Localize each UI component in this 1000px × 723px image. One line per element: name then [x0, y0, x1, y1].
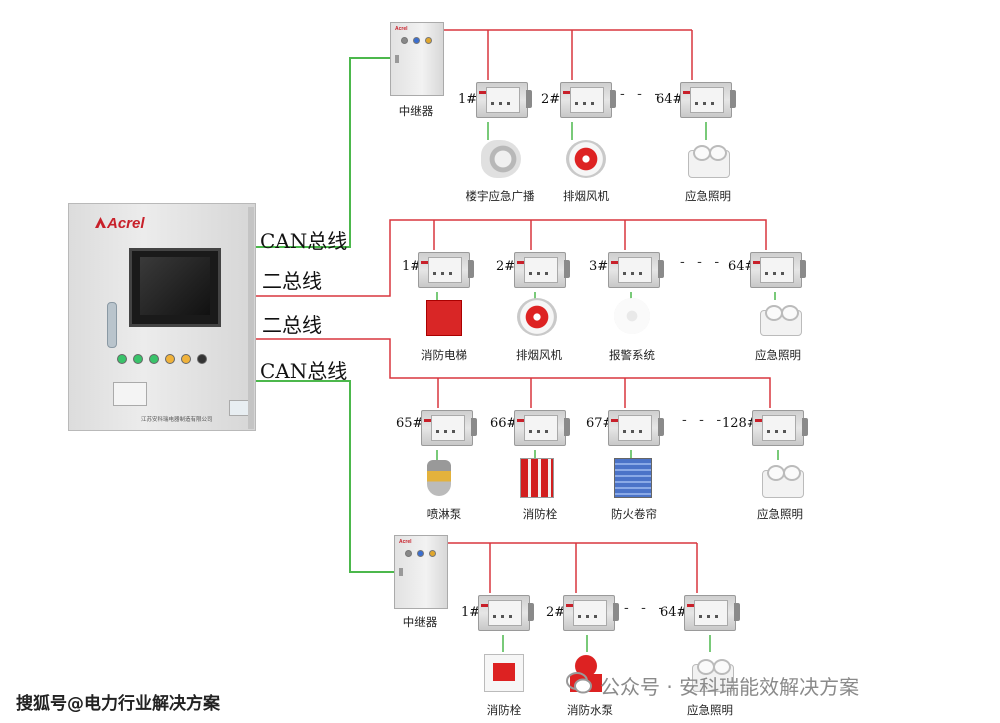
device-label: 排烟风机: [563, 189, 609, 203]
device-label: 应急照明: [755, 348, 801, 362]
can-bus-bottom-label: CAN总线: [260, 359, 348, 383]
device-label: 应急照明: [757, 507, 803, 521]
emergency-light-icon: [688, 145, 730, 178]
device-label: 排烟风机: [516, 348, 562, 362]
indicator-led-icon: [149, 354, 159, 364]
emergency-light-icon: [692, 659, 734, 692]
emergency-light-icon: [760, 305, 802, 336]
indicator-led-icon: [133, 354, 143, 364]
node-number: 66#: [490, 416, 518, 431]
emergency-light-icon: [762, 465, 804, 498]
device-label: 报警系统: [609, 348, 655, 362]
device-label: 应急照明: [685, 189, 731, 203]
repeater-bottom: Acrel: [394, 535, 448, 609]
fire-hydrant-icon: [520, 458, 554, 498]
ellipsis: - - -: [624, 600, 668, 616]
ellipsis: - - -: [682, 412, 726, 428]
two-wire-bus-1-label: 二总线: [262, 269, 322, 293]
control-module: [752, 404, 808, 448]
acrel-logo-icon: [95, 217, 106, 228]
indicator-led-icon: [165, 354, 175, 364]
ellipsis: - - -: [680, 254, 724, 270]
two-wire-bus-2-line: [254, 338, 771, 408]
device-label: 消防栓: [486, 703, 522, 717]
control-module: [750, 246, 806, 290]
device-label: 应急照明: [687, 703, 733, 717]
device-label: 消防电梯: [421, 348, 467, 362]
node-number: 1#: [402, 259, 422, 274]
can-bus-top-label: CAN总线: [260, 229, 348, 253]
indicator-led-icon: [181, 354, 191, 364]
control-module: [684, 589, 740, 633]
alarm-detector-icon: [614, 298, 650, 334]
device-label: 消防栓: [522, 507, 558, 521]
indicator-led-icon: [117, 354, 127, 364]
touch-screen: [129, 248, 221, 327]
node-number: 2#: [541, 92, 561, 107]
repeater-top-label: 中继器: [398, 104, 434, 118]
control-module: [421, 404, 477, 448]
sprinkler-pump-icon: [427, 460, 451, 496]
node-number: 64#: [660, 605, 688, 620]
door-handle-icon: [107, 302, 117, 348]
control-module: [476, 76, 532, 120]
control-module: [680, 76, 736, 120]
fire-elevator-icon: [426, 300, 462, 336]
control-module: [478, 589, 534, 633]
control-module: [560, 76, 616, 120]
node-number: 65#: [396, 416, 424, 431]
printer-icon: [113, 382, 147, 406]
control-module: [608, 404, 664, 448]
control-module: [514, 246, 570, 290]
repeater-brand: Acrel: [399, 539, 412, 545]
watermark-sohu: 搜狐号@电力行业解决方案: [16, 694, 220, 714]
node-number: 2#: [546, 605, 566, 620]
repeater-top: Acrel: [390, 22, 444, 96]
broadcast-speaker-icon: [481, 140, 521, 178]
fire-hydrant-box-icon: [484, 654, 524, 692]
device-label: 消防水泵: [567, 703, 613, 717]
node-number: 64#: [656, 92, 684, 107]
repeater-bottom-label: 中继器: [402, 615, 438, 629]
device-label: 防火卷帘: [611, 507, 657, 521]
node-number: 67#: [586, 416, 614, 431]
can-bus-top-line: [254, 57, 390, 248]
ellipsis: - - -: [620, 86, 664, 102]
two-wire-bus-1-line: [254, 219, 767, 297]
indicator-led-icon: [197, 354, 207, 364]
smoke-exhaust-fan-icon: [566, 140, 606, 178]
device-label: 楼宇应急广播: [465, 189, 535, 203]
repeater-brand: Acrel: [395, 26, 408, 32]
control-module: [514, 404, 570, 448]
main-controller-cabinet: Acrel 江苏安科瑞电器制造有限公司: [68, 203, 256, 431]
watermark-wechat: 公众号 · 安科瑞能效解决方案: [600, 675, 860, 699]
cabinet-nameplate-text: 江苏安科瑞电器制造有限公司: [141, 417, 213, 423]
can-bus-bottom-line: [254, 380, 394, 573]
control-module: [608, 246, 664, 290]
node-number: 128#: [722, 416, 758, 431]
device-label: 喷淋泵: [426, 507, 462, 521]
cabinet-brand: Acrel: [107, 215, 145, 232]
wechat-icon: [566, 672, 592, 694]
node-number: 2#: [496, 259, 516, 274]
two-wire-bus-2-label: 二总线: [262, 313, 322, 337]
node-number: 3#: [589, 259, 609, 274]
node-number: 1#: [461, 605, 481, 620]
nameplate-icon: [229, 400, 249, 416]
fire-shutter-icon: [614, 458, 652, 498]
control-module: [563, 589, 619, 633]
smoke-exhaust-fan-icon: [517, 298, 557, 336]
node-number: 1#: [458, 92, 478, 107]
node-number: 64#: [728, 259, 756, 274]
control-module: [418, 246, 474, 290]
